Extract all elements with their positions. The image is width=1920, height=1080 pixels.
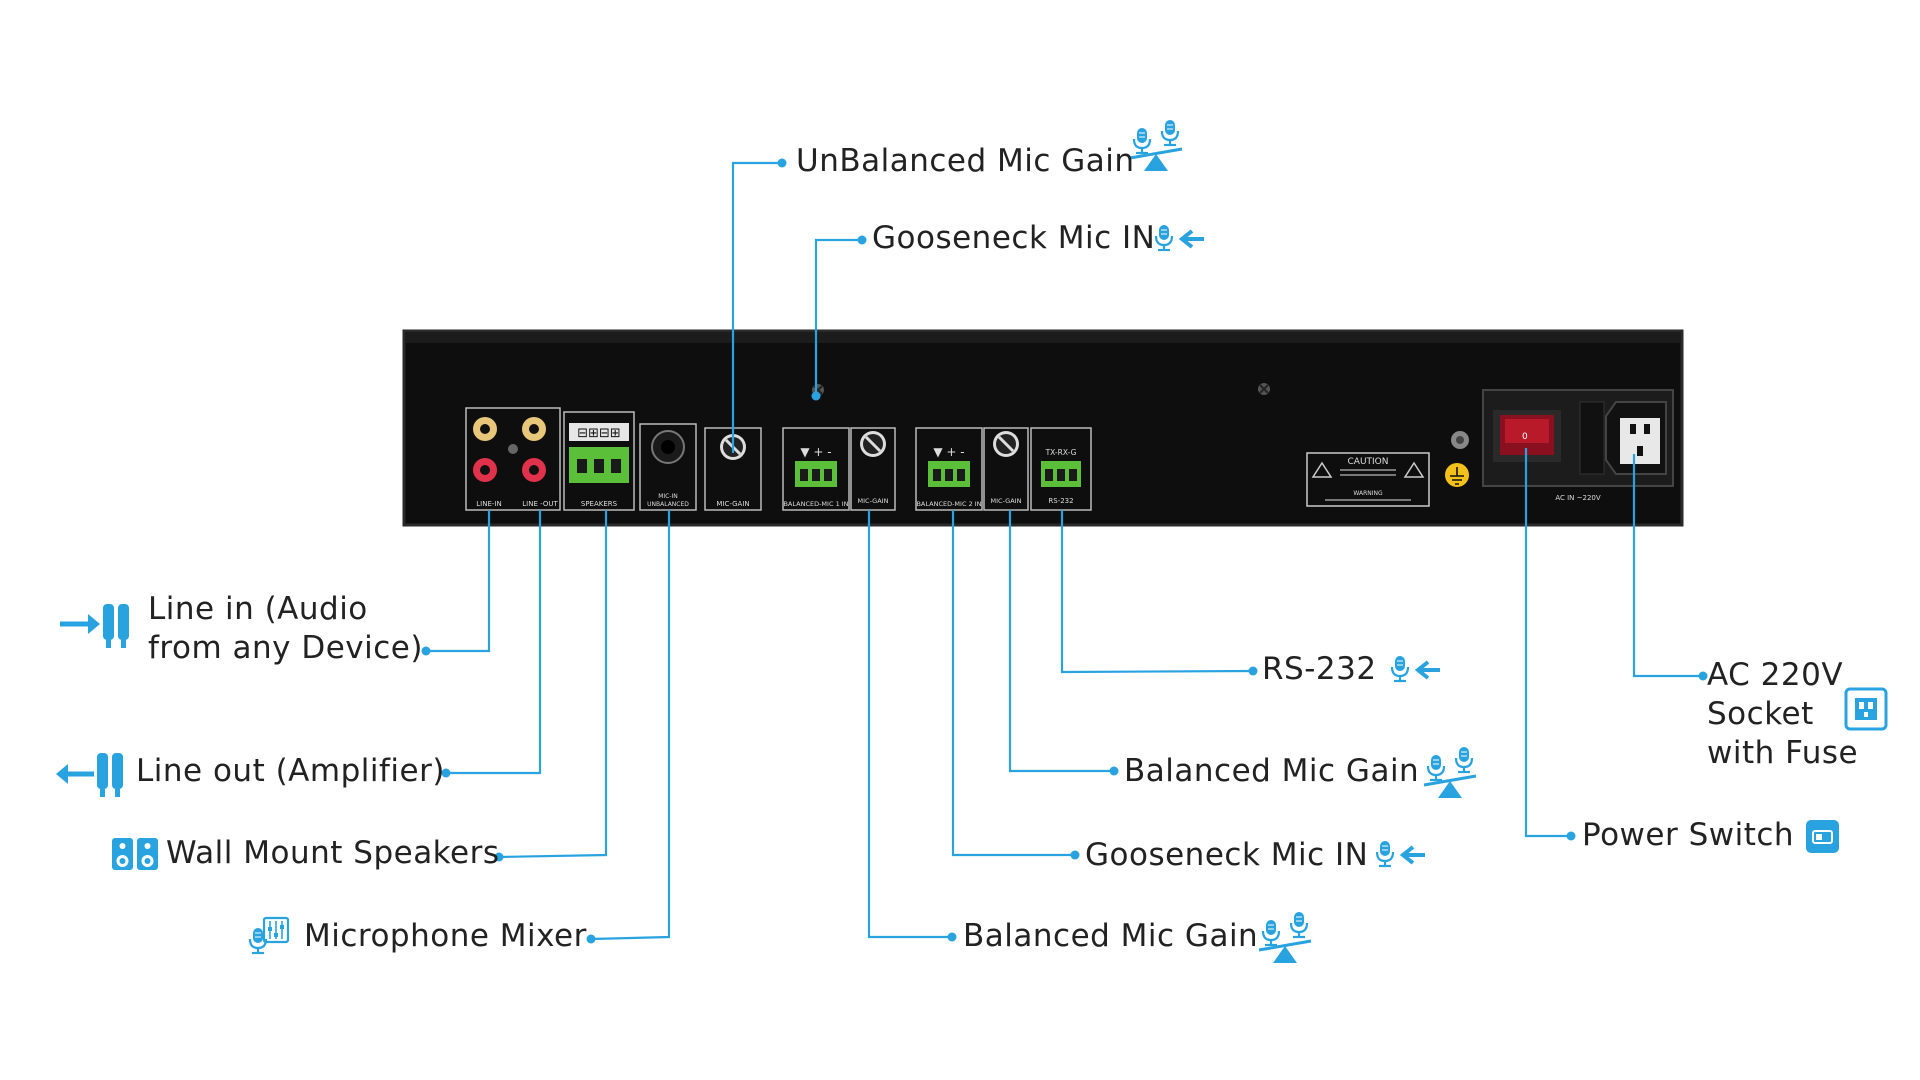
leader-gooseneck-bottom <box>951 510 1075 857</box>
svg-text:▼ + -: ▼ + - <box>933 445 964 459</box>
callout-unbalanced-mic-gain: UnBalanced Mic Gain <box>796 142 1135 181</box>
panel-label-speakers: SPEAKERS <box>581 500 618 508</box>
power-module: 0 AC IN ~220V <box>1482 389 1674 502</box>
panel-label-mic-gain-b: MIC-GAIN <box>858 497 889 505</box>
leader-power-switch <box>1524 448 1571 838</box>
callout-line-in-text-2: from any Device) <box>148 630 423 666</box>
callout-balanced-gain-2-text: Balanced Mic Gain <box>1124 753 1420 789</box>
callout-rs232-text: RS-232 <box>1262 651 1377 687</box>
leader-rs232 <box>1060 510 1254 674</box>
leader-mic-mixer <box>590 510 671 941</box>
panel-label-ac-in: AC IN ~220V <box>1555 494 1601 502</box>
leader-line-in <box>426 510 491 653</box>
panel-label-warning: WARNING <box>1353 490 1383 497</box>
callout-ac-text-1: AC 220V <box>1707 657 1844 693</box>
panel-label-rs232: RS-232 <box>1048 497 1073 505</box>
callout-ac-220v: AC 220V Socket with Fuse <box>1707 656 1858 773</box>
mic-arrow-in-icon-top <box>1156 225 1204 250</box>
mic-arrow-in-icon-bottom <box>1377 841 1425 866</box>
panel-label-mic-gain-c: MIC-GAIN <box>991 497 1022 505</box>
callout-gooseneck-top-text: Gooseneck Mic IN <box>872 220 1156 256</box>
speakers-icon <box>112 838 158 870</box>
socket-icon <box>1844 687 1888 731</box>
svg-text:0: 0 <box>1522 432 1528 442</box>
balanced-mic-2-terminal: ▼ + - BALANCED-MIC 2 IN <box>915 427 983 511</box>
callout-line-out-text: Line out (Amplifier) <box>136 753 445 789</box>
callout-line-out: Line out (Amplifier) <box>136 752 445 791</box>
rca-block: LINE-IN LINE -OUT <box>465 407 561 511</box>
callout-balanced-mic-gain-1: Balanced Mic Gain <box>963 917 1258 956</box>
callout-power-switch: Power Switch <box>1582 816 1794 855</box>
panel-label-line-out: LINE -OUT <box>522 500 558 508</box>
callout-rs232: RS-232 <box>1262 650 1377 689</box>
leader-ac <box>1632 454 1703 678</box>
callout-unbalanced-mic-gain-text: UnBalanced Mic Gain <box>796 143 1135 179</box>
panel-label-line-in: LINE-IN <box>476 500 501 508</box>
callout-ac-text-3: with Fuse <box>1707 735 1859 771</box>
mic-seesaw-icon-balanced-1 <box>1259 912 1311 963</box>
leader-balanced-gain-1 <box>867 510 952 939</box>
rca-arrow-in-icon <box>60 604 129 648</box>
leader-balanced-gain-2 <box>1008 510 1114 773</box>
power-switch-icon <box>1806 820 1839 853</box>
leader-gooseneck-top <box>814 238 862 396</box>
panel-label-balanced-mic-1: BALANCED-MIC 1 IN <box>783 500 848 508</box>
panel-label-balanced-mic-2: BALANCED-MIC 2 IN <box>916 500 981 508</box>
svg-text:▼ + -: ▼ + - <box>800 445 831 459</box>
leader-line-out <box>446 510 542 775</box>
rca-arrow-out-icon <box>56 753 123 797</box>
mic-arrow-in-icon-rs232 <box>1392 656 1440 681</box>
callout-wall-mount-speakers: Wall Mount Speakers <box>166 834 500 873</box>
rs232-terminal: TX-RX-G RS-232 <box>1030 427 1092 511</box>
panel-label-mic-gain-a: MIC-GAIN <box>716 500 749 508</box>
callout-line-in-text-1: Line in (Audio <box>148 591 368 627</box>
callout-power-switch-text: Power Switch <box>1582 817 1795 853</box>
connector-dots <box>421 158 1708 944</box>
leader-speakers <box>498 510 608 859</box>
callout-gooseneck-bottom-text: Gooseneck Mic IN <box>1085 837 1369 873</box>
callout-line-in: Line in (Audio from any Device) <box>148 590 423 668</box>
mic-seesaw-icon-top <box>1130 120 1182 171</box>
callout-wall-speakers-text: Wall Mount Speakers <box>166 835 500 871</box>
speaker-terminal: ⊟⊞⊟⊞ SPEAKERS <box>563 411 635 511</box>
mic-gain-knob-b: MIC-GAIN <box>850 427 896 511</box>
ground-terminal <box>1445 431 1469 487</box>
panel-label-unbalanced: UNBALANCED <box>647 501 689 508</box>
mic-gain-knob-c: MIC-GAIN <box>983 427 1029 511</box>
callout-microphone-mixer: Microphone Mixer <box>304 917 587 956</box>
caution-label: CAUTION WARNING <box>1306 452 1430 507</box>
balanced-mic-1-terminal: ▼ + - BALANCED-MIC 1 IN <box>782 427 850 511</box>
svg-text:⊟⊞⊟⊞: ⊟⊞⊟⊞ <box>577 426 621 441</box>
callout-gooseneck-mic-in-bottom: Gooseneck Mic IN <box>1085 836 1368 875</box>
leader-unbalanced-gain <box>731 161 782 453</box>
mixer-icon <box>248 916 290 955</box>
connector-lines <box>426 161 1703 941</box>
panel-label-caution: CAUTION <box>1348 457 1389 467</box>
callout-gooseneck-mic-in-top: Gooseneck Mic IN <box>872 219 1155 258</box>
callout-balanced-mic-gain-2: Balanced Mic Gain <box>1124 752 1419 791</box>
callout-balanced-gain-1-text: Balanced Mic Gain <box>963 918 1259 954</box>
mic-seesaw-icon-balanced-2 <box>1424 747 1476 798</box>
callout-mic-mixer-text: Microphone Mixer <box>304 918 587 954</box>
screw <box>1258 383 1270 395</box>
callout-ac-text-2: Socket <box>1707 696 1814 732</box>
panel-label-mic-in: MIC-IN <box>658 493 678 500</box>
panel-label-txrxg: TX-RX-G <box>1045 448 1077 457</box>
